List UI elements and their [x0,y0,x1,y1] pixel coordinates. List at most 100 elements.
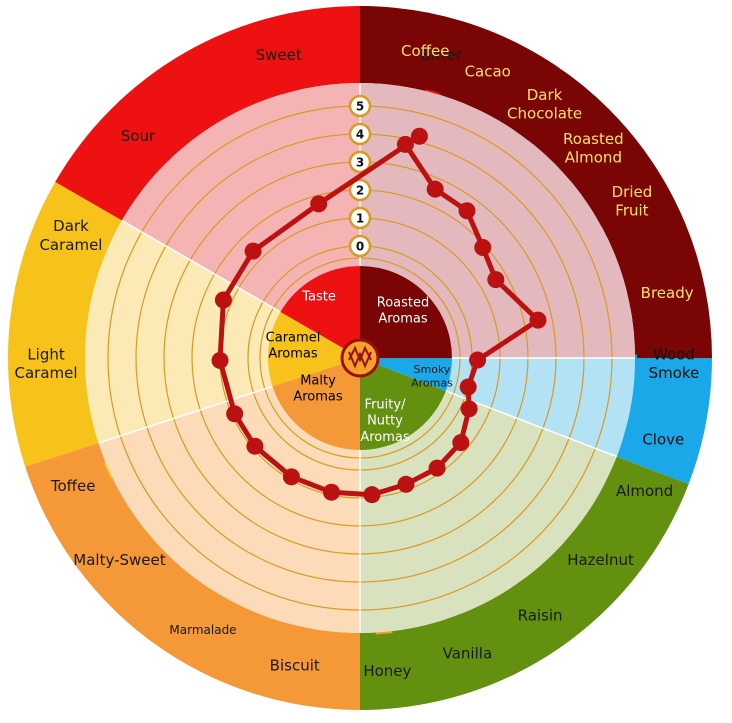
attribute-label-malty-sweet-line: Malty-Sweet [73,551,165,569]
attribute-label-cacao-line: Cacao [465,62,511,80]
point-raisin [428,459,446,477]
tint-band-caramel-aromas [84,220,281,443]
point-marmalade [282,468,300,486]
point-hazelnut [452,434,470,452]
hub-wedge-taste [280,266,360,358]
tick-badge-3 [348,150,372,174]
outer-band-roasted-aromas [360,6,712,358]
outer-band-caramel-aromas [7,182,122,467]
hub-wedge-fruity-nutty-aromas [360,358,446,450]
category-divider [445,390,618,458]
category-label-fruity-nutty-aromas-line: Fruity/ [365,397,407,412]
attribute-label-biscuit-line: Biscuit [270,656,320,674]
category-label-smoky-aromas-line: Smoky [414,363,451,376]
point-dark-chocolate [458,202,476,220]
tick-label-1: 1 [356,212,364,226]
logo-mark [348,345,372,369]
point-clove [459,378,477,396]
tick-badge-4 [348,122,372,146]
attribute-label-almond-line: Almond [616,482,673,500]
point-honey [363,486,381,504]
category-label-malty-aromas-line: Malty [300,373,336,388]
point-toffee [226,405,244,423]
attribute-label-wood-smoke-line: Smoke [649,364,700,382]
flavor-profile-series [211,127,547,504]
attribute-label-cacao: Cacao [465,62,511,80]
point-sour [244,242,262,260]
category-label-roasted-aromas-line: Roasted [377,295,430,310]
attribute-label-toffee-line: Toffee [50,477,96,495]
hub-wedge-caramel-aromas [268,312,360,387]
point-coffee [396,135,414,153]
attribute-label-coffee: Coffee [401,42,449,60]
attribute-label-dark-caramel-line: Caramel [39,236,102,254]
outer-band-taste [55,6,360,221]
point-bready [529,311,547,329]
attribute-label-dark-chocolate-line: Dark [527,86,563,104]
hub-wedge-malty-aromas [272,358,360,450]
attribute-label-roasted-almond-line: Roasted [563,130,624,148]
point-dried-fruit [487,271,505,289]
point-cacao [426,180,444,198]
category-divider [121,219,281,313]
attribute-label-bitter: Bitter [420,46,462,64]
attribute-label-light-caramel-line: Caramel [15,364,78,382]
tick-label-0: 0 [356,240,364,254]
point-bitter [410,127,428,145]
attribute-label-clove: Clove [642,431,684,449]
category-label-caramel-aromas-line: Aromas [268,347,318,362]
category-divider [98,385,273,444]
point-biscuit [322,483,340,501]
category-label-caramel-aromas-line: Caramel [266,330,321,345]
category-label-smoky-aromas-line: Aromas [411,377,453,390]
tick-badge-0 [348,234,372,258]
attribute-label-wood-smoke-line: Wood [653,345,695,363]
attribute-label-dried-fruit-line: Dried [612,183,653,201]
attribute-label-hazelnut: Hazelnut [567,551,634,569]
point-malty-sweet [246,437,264,455]
point-vanilla [397,475,415,493]
category-label-malty-aromas-line: Aromas [293,390,343,405]
point-sweet [310,195,328,213]
rating-gridlines [98,83,635,633]
attribute-label-sour-line: Sour [121,127,156,145]
attribute-label-vanilla: Vanilla [443,644,493,662]
attribute-label-raisin: Raisin [518,606,563,624]
attribute-label-sweet-line: Sweet [256,46,302,64]
attribute-label-marmalade-line: Marmalade [169,623,236,637]
point-light-caramel [211,351,229,369]
outer-band-malty-aromas [25,442,360,710]
attribute-label-honey-line: Honey [363,662,411,680]
hub-wedge-roasted-aromas [360,266,452,358]
point-wood-smoke [469,351,487,369]
attribute-label-almond: Almond [616,482,673,500]
tick-badge-5 [348,94,372,118]
attribute-label-malty-sweet: Malty-Sweet [73,551,165,569]
attribute-label-dried-fruit-line: Fruit [615,202,648,220]
attribute-label-light-caramel-line: Light [27,345,65,363]
attribute-label-sweet: Sweet [256,46,302,64]
attribute-label-marmalade: Marmalade [169,623,236,637]
point-roasted-almond [474,238,492,256]
attribute-label-hazelnut-line: Hazelnut [567,551,634,569]
attribute-label-toffee: Toffee [50,477,96,495]
attribute-label-biscuit: Biscuit [270,656,320,674]
category-label-taste-line: Taste [301,290,336,305]
attribute-label-roasted-almond-line: Almond [565,149,622,167]
attribute-label-dark-caramel-line: Dark [53,217,89,235]
tick-label-2: 2 [356,184,364,198]
tick-label-5: 5 [356,100,364,114]
